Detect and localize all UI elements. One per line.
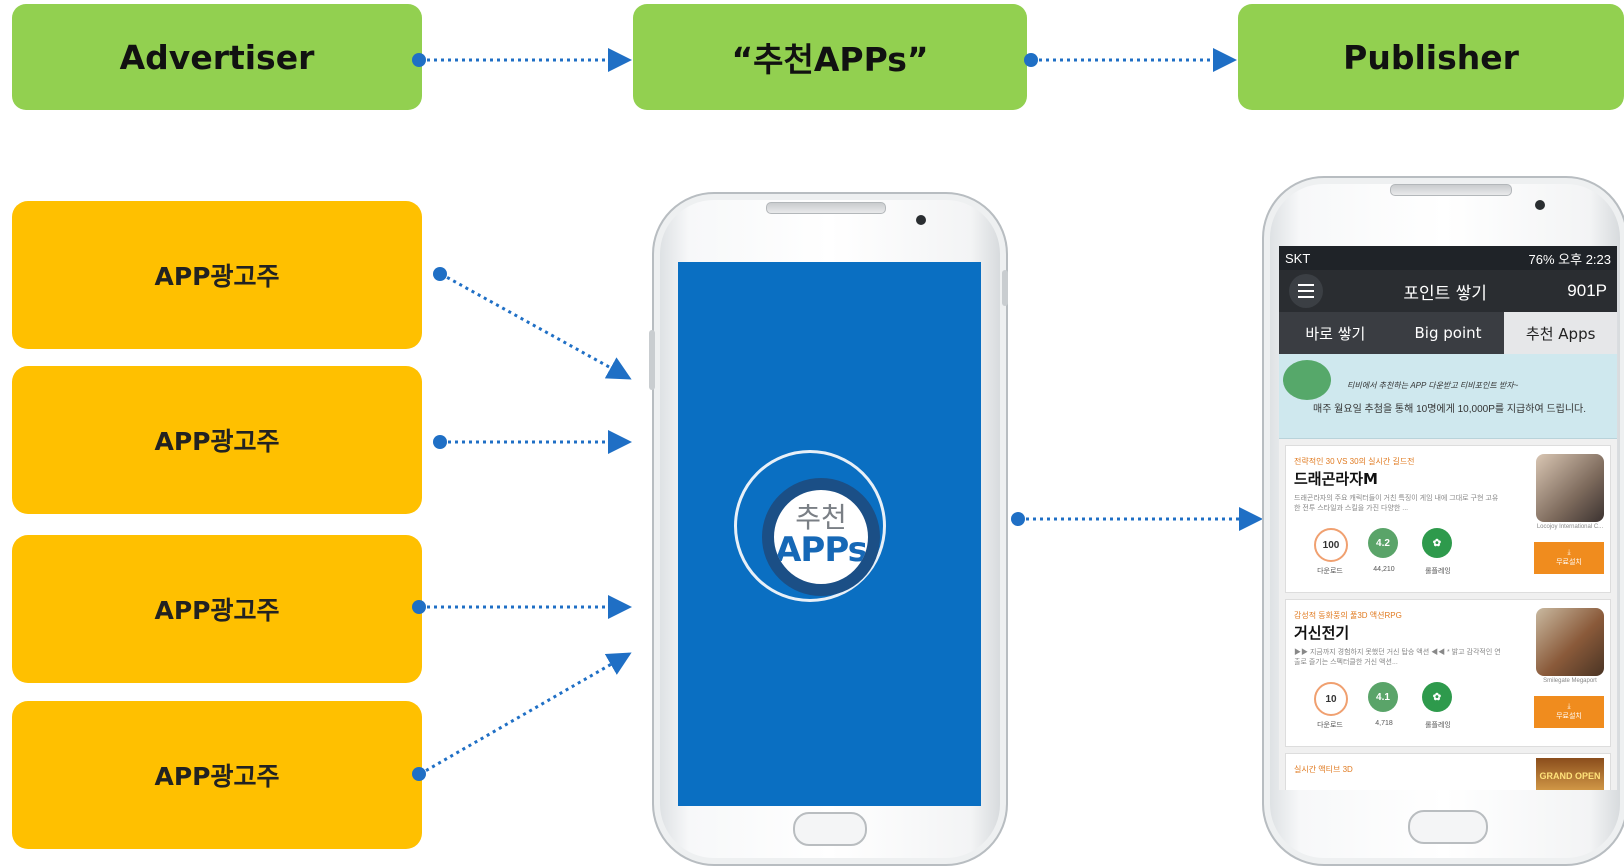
phone-side-button [1002, 270, 1008, 306]
recommend-apps-logo: 추천 APPs [762, 478, 880, 596]
app-name: 거신전기 [1294, 624, 1350, 642]
app-tagline: 감성적 동화풍의 풀3D 액션RPG [1294, 611, 1402, 620]
install-button[interactable]: ⤓ 무료설치 [1534, 696, 1604, 728]
app-thumbnail [1536, 454, 1604, 522]
app-bar: 포인트 쌓기 901P [1279, 270, 1617, 312]
app-tagline: 실시간 액티브 3D [1294, 765, 1353, 774]
app-feed: 전략적인 30 VS 30의 실시간 길드전 드래곤라자M 드래곤라자의 주요 … [1279, 439, 1617, 790]
tab-direct[interactable]: 바로 쌓기 [1305, 324, 1366, 343]
download-count-badge: 10 [1314, 682, 1348, 716]
phone-speaker [766, 202, 886, 214]
advertiser-box-label: APP광고주 [154, 762, 280, 791]
app-card[interactable]: 전략적인 30 VS 30의 실시간 길드전 드래곤라자M 드래곤라자의 주요 … [1285, 445, 1611, 593]
banner-line-2: 매주 월요일 추첨을 통해 10명에게 10,000P를 지급하여 드립니다. [1313, 404, 1587, 415]
banner-bubble [1283, 360, 1331, 400]
phone-camera [916, 215, 926, 225]
app-publisher: Locojoy International C... [1536, 524, 1604, 530]
advertiser-box-label: APP광고주 [154, 427, 280, 456]
tab-bar: 바로 쌓기 Big point 추천 Apps [1279, 312, 1617, 354]
status-right: 76% 오후 2:23 [1528, 251, 1611, 267]
publisher-label: Publisher [1343, 37, 1519, 77]
app-thumbnail [1536, 608, 1604, 676]
home-button [793, 812, 867, 846]
app-publisher: Smilegate Megaport [1543, 678, 1597, 684]
download-count-badge: 100 [1314, 528, 1348, 562]
carrier-label: SKT [1285, 250, 1311, 266]
banner-line-1: 티비에서 추천하는 APP 다운받고 티비포인트 받자~ [1347, 381, 1519, 390]
status-bar: SKT 76% 오후 2:23 [1279, 246, 1617, 270]
app-name: 드래곤라자M [1294, 470, 1378, 488]
menu-icon[interactable] [1289, 274, 1323, 308]
advertiser-label: Advertiser [119, 37, 315, 77]
advertiser-box-3: APP광고주 [12, 535, 422, 683]
download-icon: ⤓ [1567, 549, 1571, 556]
app-card[interactable]: 실시간 액티브 3D GRAND OPEN [1285, 753, 1611, 790]
app-card[interactable]: 감성적 동화풍의 풀3D 액션RPG 거신전기 ▶▶ 지금까지 경험하지 못했던… [1285, 599, 1611, 747]
arrow-advertiser4-to-phone [419, 652, 632, 776]
promo-banner[interactable]: 티비에서 추천하는 APP 다운받고 티비포인트 받자~ 매주 월요일 추첨을 … [1279, 354, 1617, 439]
leaf-icon: ✿ [1422, 528, 1452, 558]
grand-open-banner: GRAND OPEN [1536, 758, 1604, 790]
tab-recommend-apps[interactable]: 추천 Apps [1504, 312, 1617, 354]
rating-count: 4,718 [1375, 720, 1393, 727]
rating-badge: 4.1 [1368, 682, 1398, 712]
download-icon: ⤓ [1567, 703, 1571, 710]
advertiser-box-label: APP광고주 [154, 262, 280, 291]
download-caption: 다운로드 [1317, 568, 1343, 575]
arrow-advertiser1-to-phone [440, 272, 632, 380]
advertiser-box-1: APP광고주 [12, 201, 422, 349]
app-description: ▶▶ 지금까지 경험하지 못했던 거신 탑승 액션 ◀◀ * 밝고 감각적인 연… [1294, 649, 1501, 666]
publisher-phone-screen: SKT 76% 오후 2:23 포인트 쌓기 901P 바로 쌓기 Big po… [1279, 246, 1617, 790]
logo-ring [734, 450, 886, 602]
phone-speaker [1390, 184, 1512, 196]
advertiser-box: Advertiser [12, 4, 422, 110]
app-tagline: 전략적인 30 VS 30의 실시간 길드전 [1294, 457, 1415, 466]
install-label: 무료설치 [1556, 559, 1582, 566]
recommend-apps-label: “추천APPs” [731, 40, 929, 79]
install-label: 무료설치 [1556, 713, 1582, 720]
points-label: 901P [1567, 281, 1607, 300]
phone-camera [1535, 200, 1545, 210]
advertiser-box-4: APP광고주 [12, 701, 422, 849]
rating-count: 44,210 [1373, 566, 1395, 573]
phone-side-button [649, 330, 655, 390]
home-button [1408, 810, 1488, 844]
tab-big-point[interactable]: Big point [1414, 324, 1482, 342]
rating-badge: 4.2 [1368, 528, 1398, 558]
leaf-icon: ✿ [1422, 682, 1452, 712]
install-button[interactable]: ⤓ 무료설치 [1534, 542, 1604, 574]
app-title: 포인트 쌓기 [1403, 283, 1487, 304]
download-caption: 다운로드 [1317, 722, 1343, 729]
app-description: 드래곤라자의 주요 캐릭터들이 거친 특징이 게임 내에 그대로 구현 고유한 … [1294, 495, 1499, 512]
genre-caption: 롤플레잉 [1425, 568, 1451, 575]
logo-text-top: 추천 [795, 501, 847, 534]
recommend-apps-box: “추천APPs” [633, 4, 1027, 110]
logo-text-bottom: APPs [775, 530, 868, 570]
advertiser-box-label: APP광고주 [154, 596, 280, 625]
advertiser-box-2: APP광고주 [12, 366, 422, 514]
publisher-box: Publisher [1238, 4, 1624, 110]
genre-caption: 롤플레잉 [1425, 722, 1451, 729]
